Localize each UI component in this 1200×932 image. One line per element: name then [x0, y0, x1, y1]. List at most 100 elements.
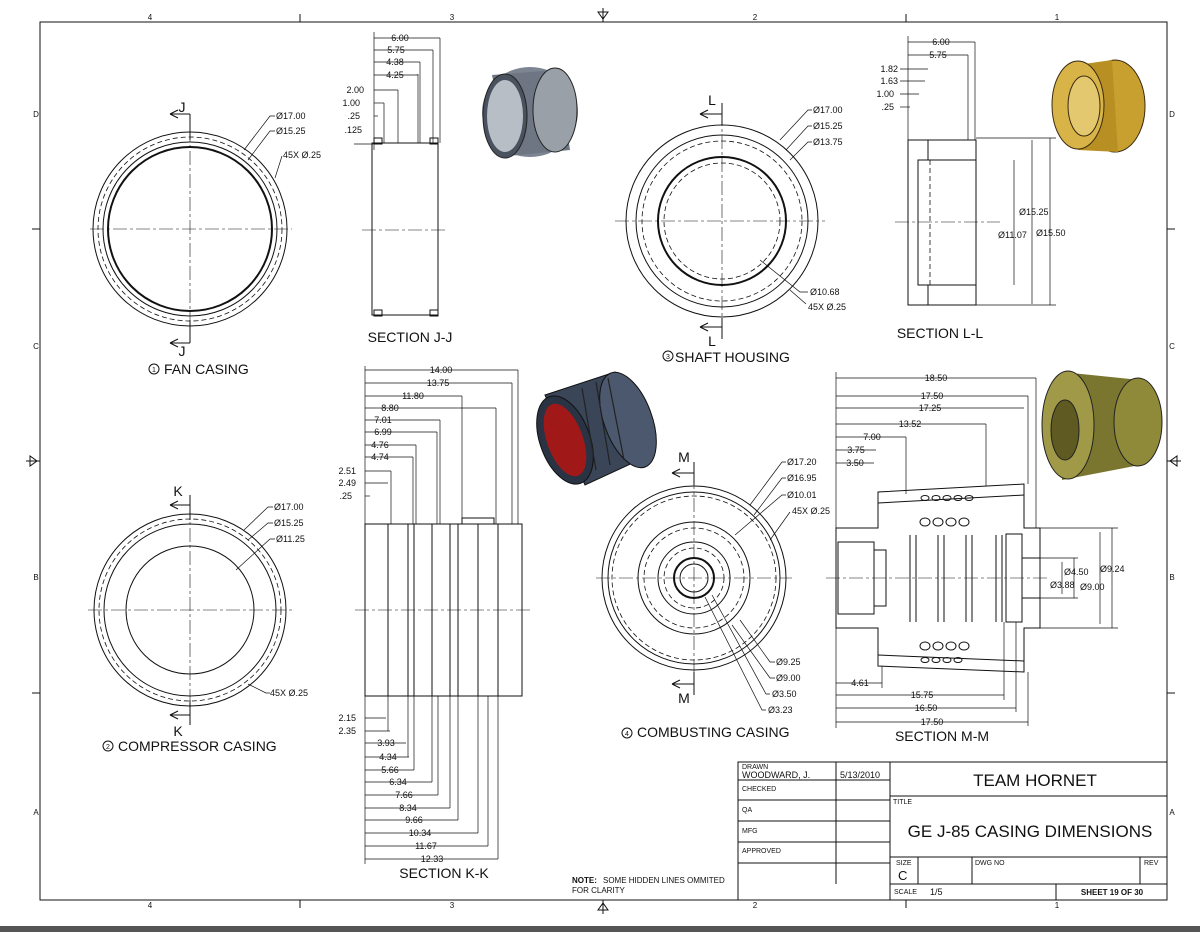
cut-arrow-bottom: [169, 320, 191, 348]
dim-label: 10.34: [409, 828, 432, 838]
zone-col-top: 4: [148, 13, 153, 22]
right-center-mark: [1167, 455, 1181, 467]
dim-label: Ø17.20: [787, 457, 817, 467]
dim-label: Ø4.50: [1064, 567, 1089, 577]
dim-label: Ø15.25: [274, 518, 304, 528]
dim-label: 13.52: [899, 419, 922, 429]
shaft-housing-view: L L Ø17.00 Ø15.25 Ø13.75 Ø10.68 45X Ø.25…: [615, 92, 846, 365]
section-mm-view: 18.50 17.50 17.25 13.52 7.00 3.75 3.50 Ø…: [826, 372, 1125, 744]
dim-label: Ø15.25: [276, 126, 306, 136]
dim-label: 6.00: [932, 37, 950, 47]
dim-label: 1.82: [880, 64, 898, 74]
dim-label: Ø9.00: [776, 673, 801, 683]
dim-label: Ø9.25: [776, 657, 801, 667]
view-number: 3: [666, 354, 670, 361]
view-number: 1: [152, 367, 156, 374]
fan-casing-view: J J Ø17.00 Ø15.25 45X Ø.25 1 FAN CASING: [90, 99, 321, 377]
cut-letter: J: [179, 343, 186, 359]
dim-label: Ø10.01: [787, 490, 817, 500]
dim-label: 2.51: [338, 466, 356, 476]
dim-label: 8.80: [381, 403, 399, 413]
dim-label: 4.74: [371, 452, 389, 462]
dim-label: Ø11.25: [276, 534, 305, 544]
dim-label: 4.61: [851, 678, 869, 688]
dim-label: Ø16.95: [787, 473, 817, 483]
dim-label: 7.01: [374, 415, 392, 425]
port-holes: [919, 495, 974, 663]
scale-value: 1/5: [930, 887, 943, 897]
drawing-note: NOTE: SOME HIDDEN LINES OMMITED FOR CLAR…: [572, 876, 725, 895]
view-title: FAN CASING: [164, 361, 249, 377]
dim-label: 6.00: [391, 33, 409, 43]
dim-label: 3.75: [847, 445, 865, 455]
dim-label: Ø15.25: [813, 121, 843, 131]
section-jj-view: 6.00 5.75 4.38 4.25 2.00 1.00 .25 .125 S…: [342, 32, 452, 345]
view-title: SECTION K-K: [399, 865, 489, 881]
dim-label: 9.66: [405, 815, 423, 825]
zone-row-right: C: [1169, 342, 1175, 351]
dim-label: Ø3.50: [772, 689, 797, 699]
view-title: COMBUSTING CASING: [637, 724, 789, 740]
dim-label: 17.25: [919, 403, 942, 413]
dim-label: 4.34: [379, 752, 397, 762]
view-title: SECTION J-J: [368, 329, 453, 345]
zone-col-bottom: 3: [450, 901, 455, 910]
zone-labels: 4 3 2 1 4 3 2 1 D C B A D C B A: [33, 13, 1175, 910]
fan-casing-render: [482, 67, 578, 159]
cut-letter: M: [678, 449, 690, 465]
dim-label: 12.33: [421, 854, 444, 864]
company-name: TEAM HORNET: [973, 771, 1097, 790]
dim-label: 2.00: [346, 85, 364, 95]
view-title: COMPRESSOR CASING: [118, 738, 277, 754]
drawing-title: GE J-85 CASING DIMENSIONS: [908, 822, 1153, 841]
dim-label: 2.35: [338, 726, 356, 736]
drawn-label: DRAWN: [742, 764, 768, 771]
zone-row-right: B: [1169, 573, 1174, 582]
dim-label: 3.50: [846, 458, 864, 468]
section-kk-view: 14.00 13.75 11.80 8.80 7.01 6.99 4.76 4.…: [338, 365, 532, 881]
dim-label: 14.00: [430, 365, 453, 375]
dim-label: 18.50: [925, 373, 948, 383]
dim-label: Ø3.23: [768, 705, 793, 715]
window-bottom-bar: [0, 926, 1200, 932]
dim-label: 6.99: [374, 427, 392, 437]
dim-label: .125: [344, 125, 362, 135]
dim-label: 5.75: [387, 45, 405, 55]
sheet-border: [26, 8, 1181, 914]
view-title: SHAFT HOUSING: [675, 349, 790, 365]
rev-label: REV: [1144, 860, 1159, 867]
dim-label: 11.67: [415, 841, 437, 851]
cut-letter: M: [678, 690, 690, 706]
dim-label: 45X Ø.25: [270, 688, 308, 698]
combusting-casing-render: [1041, 370, 1163, 480]
approved-label: APPROVED: [742, 848, 781, 855]
dim-label: 4.76: [371, 440, 389, 450]
dim-label: 7.00: [863, 432, 881, 442]
cut-letter: K: [173, 723, 183, 739]
zone-col-bottom: 4: [148, 901, 153, 910]
dim-label: 11.80: [402, 391, 424, 401]
title-label: TITLE: [893, 799, 912, 806]
cut-arrow-top: [169, 109, 191, 140]
zone-row-left: A: [33, 808, 39, 817]
dim-label: 45X Ø.25: [808, 302, 846, 312]
dim-label: 7.66: [395, 790, 413, 800]
zone-row-right: A: [1169, 808, 1175, 817]
mfg-label: MFG: [742, 828, 758, 835]
compressor-casing-render: [536, 371, 657, 486]
drawn-by: WOODWARD, J.: [742, 770, 810, 780]
shaft-housing-render: [1051, 59, 1146, 153]
dim-label: 45X Ø.25: [792, 506, 830, 516]
dim-label: .25: [339, 491, 352, 501]
dim-label: 1.00: [342, 98, 360, 108]
title-block: DRAWN WOODWARD, J. 5/13/2010 CHECKED QA …: [737, 761, 1168, 901]
dim-label: 1.00: [876, 89, 894, 99]
dim-label: .25: [347, 111, 360, 121]
dim-label: Ø10.68: [810, 287, 840, 297]
dim-label: Ø9.00: [1080, 582, 1105, 592]
compressor-casing-view: K K Ø17.00 Ø15.25 Ø11.25 45X Ø.25 2 COMP…: [88, 483, 308, 754]
note-text: SOME HIDDEN LINES OMMITED: [603, 876, 725, 885]
dim-label: Ø13.75: [813, 137, 843, 147]
dim-label: 45X Ø.25: [283, 150, 321, 160]
